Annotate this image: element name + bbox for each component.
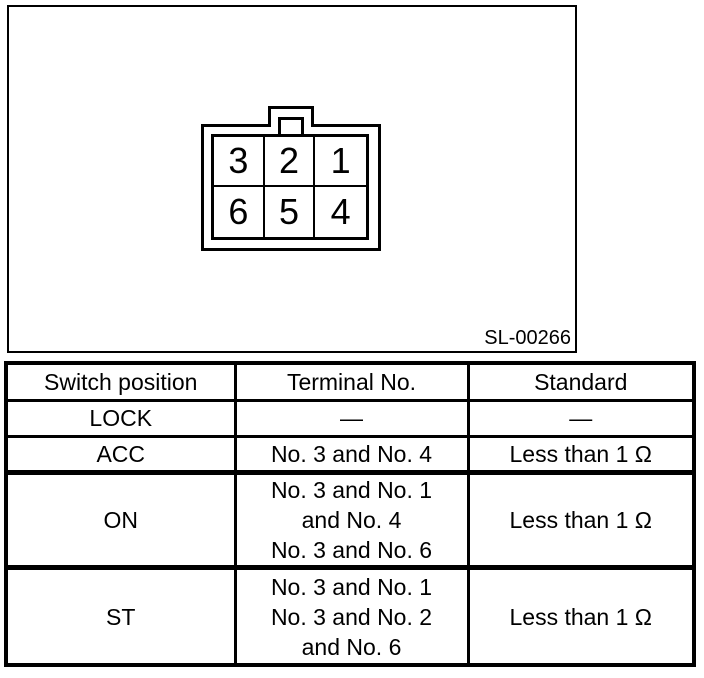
lock-position-cell: LOCK bbox=[4, 398, 237, 438]
terminal-5: 5 bbox=[265, 187, 316, 237]
terminal-3: 3 bbox=[214, 137, 265, 187]
acc-terminal-cell: No. 3 and No. 4 bbox=[233, 434, 470, 475]
st-position-cell: ST bbox=[4, 566, 237, 667]
st-terminal-line-2: No. 3 and No. 2 bbox=[270, 603, 433, 630]
table-row-st: ST No. 3 and No. 1 No. 3 and No. 2 and N… bbox=[4, 566, 696, 667]
connector-lock-tab-inner bbox=[278, 117, 304, 136]
acc-standard-cell: Less than 1 Ω bbox=[466, 434, 696, 475]
st-terminal-line-3: and No. 6 bbox=[301, 633, 402, 660]
terminal-2: 2 bbox=[264, 137, 316, 187]
acc-position-cell: ACC bbox=[4, 434, 237, 475]
terminal-1: 1 bbox=[315, 137, 366, 187]
table-header-row: Switch position Terminal No. Standard bbox=[4, 361, 696, 402]
st-standard-cell: Less than 1 Ω bbox=[466, 566, 696, 667]
terminal-6: 6 bbox=[214, 187, 265, 237]
table-row-lock: LOCK — — bbox=[4, 398, 696, 438]
on-terminal-line-1: No. 3 and No. 1 bbox=[270, 476, 433, 503]
on-terminal-line-2: and No. 4 bbox=[301, 506, 402, 533]
terminal-4: 4 bbox=[330, 191, 351, 232]
on-terminal-line-3: No. 3 and No. 6 bbox=[270, 536, 433, 563]
st-terminal-cell: No. 3 and No. 1 No. 3 and No. 2 and No. … bbox=[233, 566, 470, 667]
header-switch-position: Switch position bbox=[4, 361, 237, 402]
connector-terminal-grid: 3 2 1 6 5 4 bbox=[211, 134, 369, 240]
on-standard-cell: Less than 1 Ω bbox=[466, 470, 696, 571]
lock-terminal-cell: — bbox=[233, 398, 470, 438]
figure-label: SL-00266 bbox=[484, 327, 571, 349]
header-terminal-no: Terminal No. bbox=[233, 361, 470, 402]
continuity-spec-table: Switch position Terminal No. Standard LO… bbox=[4, 361, 696, 667]
table-row-on: ON No. 3 and No. 1 and No. 4 No. 3 and N… bbox=[4, 470, 696, 571]
table-row-acc: ACC No. 3 and No. 4 Less than 1 Ω bbox=[4, 434, 696, 475]
on-terminal-cell: No. 3 and No. 1 and No. 4 No. 3 and No. … bbox=[233, 470, 470, 571]
on-position-cell: ON bbox=[4, 470, 237, 571]
header-standard: Standard bbox=[466, 361, 696, 402]
st-terminal-line-1: No. 3 and No. 1 bbox=[270, 573, 433, 600]
lock-standard-cell: — bbox=[466, 398, 696, 438]
